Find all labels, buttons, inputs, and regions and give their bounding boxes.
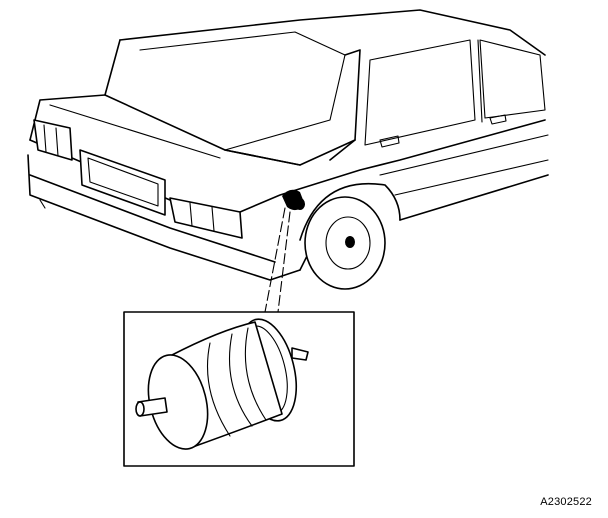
car-roof-and-windows	[104, 9, 546, 161]
fuel-filter-location-marker	[282, 189, 305, 211]
car-side-body	[224, 114, 549, 271]
figure-reference-code: A2302522	[540, 496, 592, 508]
car-taillight-right	[169, 197, 243, 239]
fuel-filter-icon	[135, 318, 309, 450]
car-illustration	[27, 9, 549, 290]
car-license-plate-recess	[79, 149, 166, 216]
fuel-filter-detail-callout	[123, 311, 355, 467]
car-taillight-left	[33, 119, 73, 161]
callout-leader-lines	[264, 207, 291, 313]
car-rear-bumper	[27, 154, 301, 281]
car-rear-wheel	[299, 182, 401, 290]
